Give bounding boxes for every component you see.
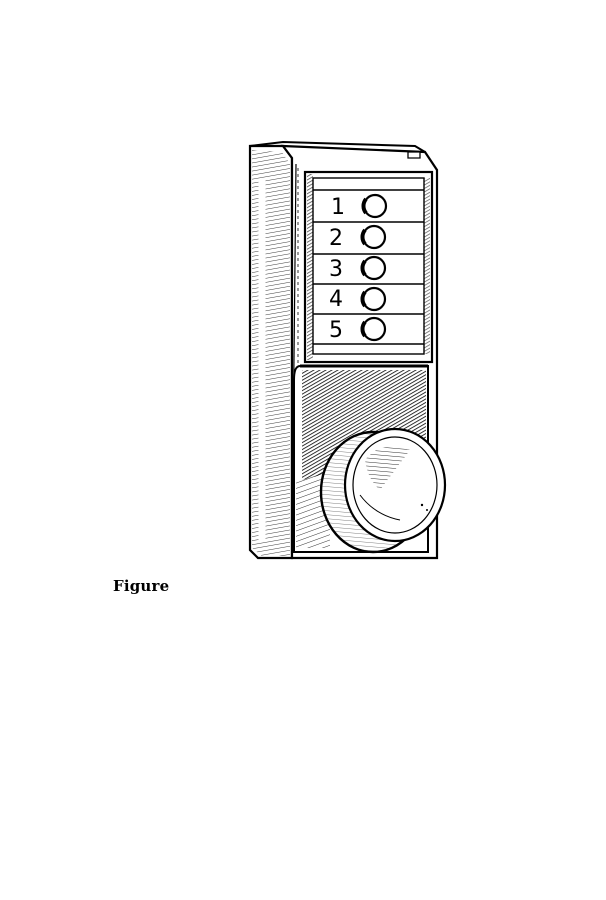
button-1-label: 1 <box>331 195 345 220</box>
figure-caption: Figure <box>113 577 170 595</box>
button-5-label: 5 <box>329 318 343 343</box>
button-row-1[interactable]: 1 <box>331 193 388 220</box>
button-4-label: 4 <box>329 287 343 312</box>
button-row-2[interactable]: 2 <box>329 224 387 251</box>
push-button-4-icon <box>360 286 387 312</box>
button-row-4[interactable]: 4 <box>329 286 387 312</box>
push-button-3-icon <box>360 255 387 281</box>
push-button-5-icon <box>360 316 387 342</box>
push-button-2-icon <box>360 224 387 250</box>
push-button-1-icon <box>361 193 388 219</box>
button-3-label: 3 <box>329 257 343 282</box>
door-knob-icon[interactable] <box>319 427 447 554</box>
button-row-3[interactable]: 3 <box>329 255 387 282</box>
button-row-5[interactable]: 5 <box>329 316 387 343</box>
button-2-label: 2 <box>329 226 343 251</box>
